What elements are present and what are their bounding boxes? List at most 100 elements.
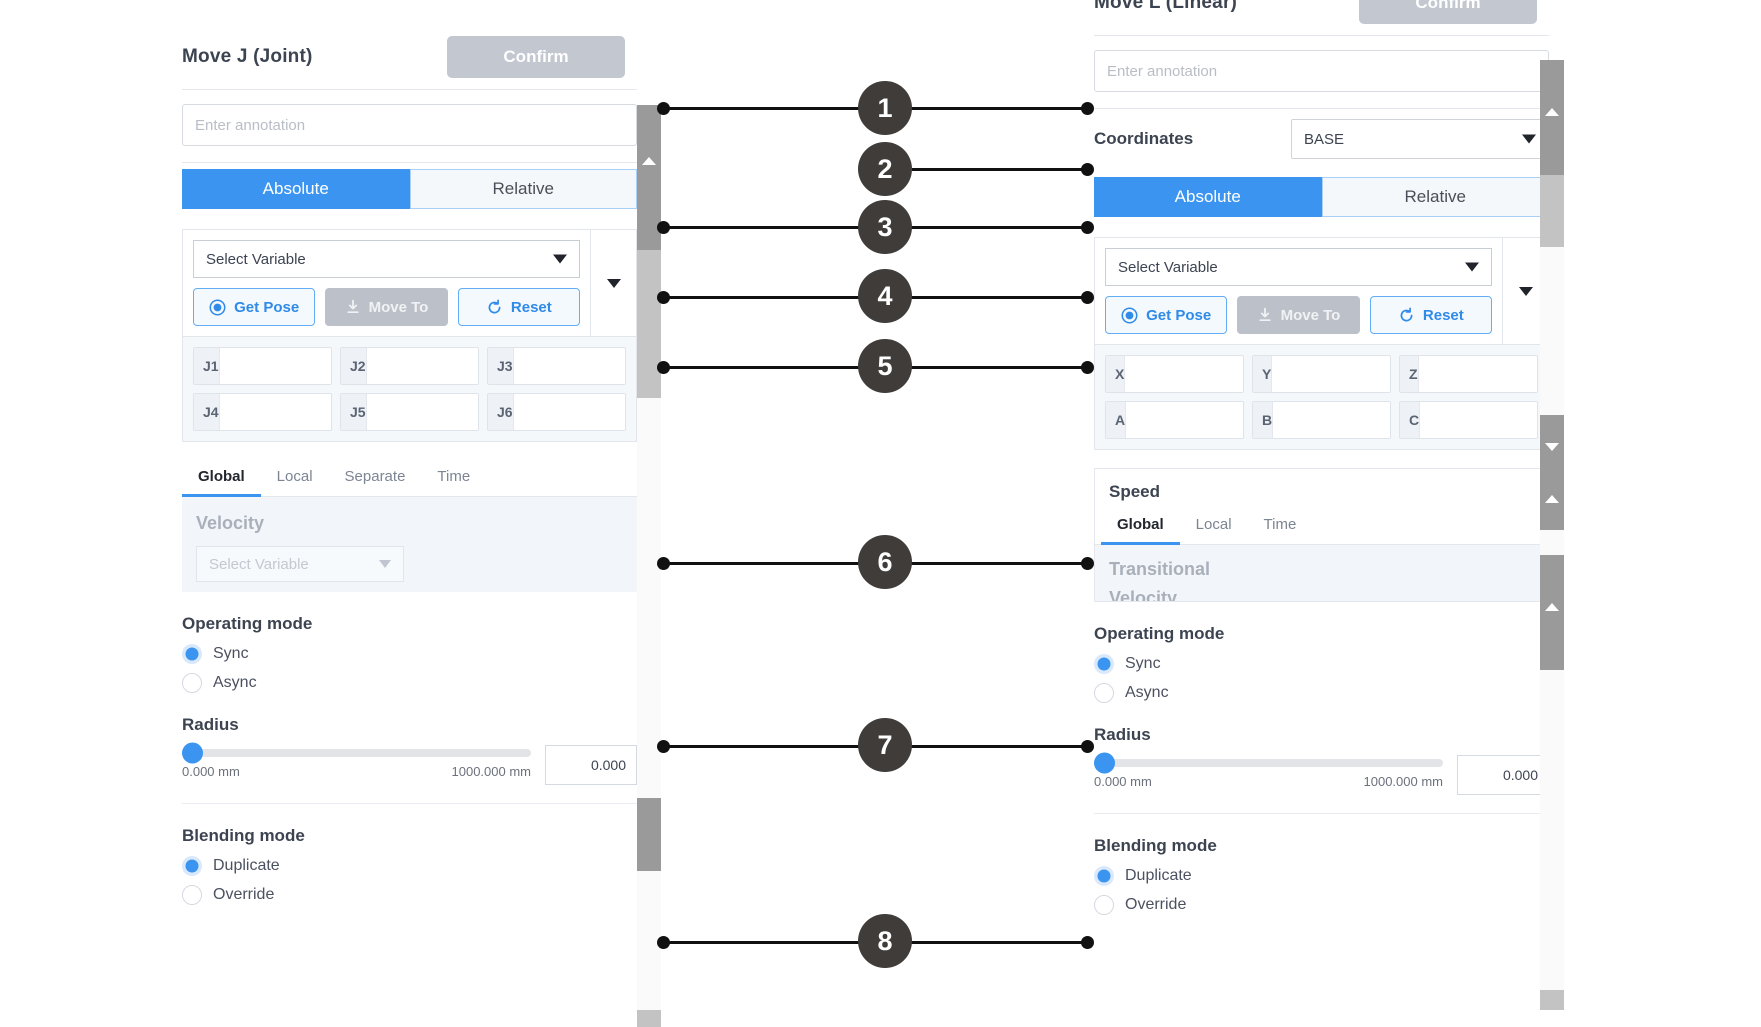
radio-sync[interactable]: Sync <box>1094 654 1549 674</box>
tab-relative[interactable]: Relative <box>1321 177 1549 217</box>
joint-input[interactable] <box>366 394 478 430</box>
right-panel-scrollbar[interactable] <box>1540 60 1564 1010</box>
expand-variable-button[interactable] <box>1502 238 1548 344</box>
speed-tabs[interactable]: Global Local Separate Time <box>182 458 637 497</box>
joint-field-j5[interactable]: J5 ° <box>340 393 479 431</box>
radius-slider-group: 0.000 mm 1000.000 mm 0.000 <box>182 742 637 785</box>
radius-slider[interactable] <box>182 742 531 764</box>
pose-input[interactable] <box>1272 356 1390 392</box>
variable-select[interactable]: Select Variable <box>193 240 580 278</box>
tab-local[interactable]: Local <box>1195 516 1232 533</box>
radio-label: Async <box>1125 684 1169 701</box>
pose-key: Y <box>1253 356 1273 392</box>
callout-dot-left-1 <box>657 102 670 115</box>
expand-variable-button[interactable] <box>590 230 636 336</box>
chevron-down-icon <box>1522 134 1536 144</box>
pose-field-y[interactable]: Y mm <box>1252 355 1391 393</box>
left-panel-scrollbar[interactable] <box>637 105 661 1027</box>
scrollbar-track-2[interactable] <box>1540 990 1564 1010</box>
radio-indicator <box>1094 895 1114 915</box>
pose-input[interactable] <box>1126 402 1243 438</box>
joint-input[interactable] <box>513 348 625 384</box>
pose-input[interactable] <box>1418 356 1537 392</box>
velocity-variable-select[interactable]: Select Variable <box>196 546 404 582</box>
speed-tabs[interactable]: Global Local Time <box>1095 506 1548 545</box>
page-title: Move L (Linear) <box>1094 0 1238 13</box>
divider <box>182 89 637 90</box>
absolute-relative-toggle[interactable]: Absolute Relative <box>182 169 637 209</box>
blending-mode-label: Blending mode <box>1094 836 1217 855</box>
pose-input[interactable] <box>1420 402 1537 438</box>
divider <box>1094 108 1549 109</box>
tab-global[interactable]: Global <box>1101 506 1180 545</box>
radio-sync[interactable]: Sync <box>182 644 637 664</box>
callout-badge-1: 1 <box>858 81 912 135</box>
pose-field-b[interactable]: B ° <box>1252 401 1391 439</box>
tab-time[interactable]: Time <box>437 468 471 485</box>
tab-relative[interactable]: Relative <box>409 169 637 209</box>
slider-handle[interactable] <box>182 742 203 764</box>
get-pose-button[interactable]: Get Pose <box>193 288 316 326</box>
joint-input[interactable] <box>219 394 331 430</box>
joint-field-j4[interactable]: J4 ° <box>193 393 332 431</box>
annotation-input[interactable] <box>1094 50 1549 92</box>
joint-input[interactable] <box>366 348 478 384</box>
reset-button[interactable]: Reset <box>457 288 580 326</box>
divider <box>182 162 637 163</box>
joint-field-j3[interactable]: J3 ° <box>487 347 626 385</box>
scrollbar-thumb-2[interactable] <box>1540 415 1564 530</box>
radio-override[interactable]: Override <box>182 885 637 905</box>
pose-field-c[interactable]: C ° <box>1399 401 1538 439</box>
scrollbar-track-1[interactable] <box>1540 175 1564 247</box>
tab-global[interactable]: Global <box>182 458 261 497</box>
tab-absolute[interactable]: Absolute <box>1094 177 1322 217</box>
get-pose-button[interactable]: Get Pose <box>1105 296 1228 334</box>
scrollbar-thumb-3[interactable] <box>1540 555 1564 670</box>
scrollbar-track-1[interactable] <box>637 250 661 398</box>
radio-duplicate[interactable]: Duplicate <box>182 856 637 876</box>
joint-field-j6[interactable]: J6 ° <box>487 393 626 431</box>
radius-value-input[interactable]: 0.000 <box>1457 755 1549 795</box>
scrollbar-track-2[interactable] <box>637 1010 661 1027</box>
tab-local[interactable]: Local <box>276 468 313 485</box>
annotation-input[interactable] <box>182 104 637 146</box>
absolute-relative-toggle[interactable]: Absolute Relative <box>1094 177 1549 217</box>
callout-badge-8: 8 <box>858 914 912 968</box>
move-to-button[interactable]: Move To <box>325 288 448 326</box>
radio-async[interactable]: Async <box>1094 683 1549 703</box>
coordinates-select[interactable]: BASE <box>1291 119 1549 159</box>
joint-field-j1[interactable]: J1 ° <box>193 347 332 385</box>
scrollbar-thumb-2[interactable] <box>637 798 661 871</box>
tab-separate[interactable]: Separate <box>344 468 406 485</box>
radio-duplicate[interactable]: Duplicate <box>1094 866 1549 886</box>
confirm-button[interactable]: Confirm <box>1359 0 1537 24</box>
chevron-down-icon <box>1518 286 1533 296</box>
joint-input[interactable] <box>219 348 331 384</box>
callout-line-2 <box>912 168 1088 171</box>
joint-key: J1 <box>194 348 220 384</box>
radio-indicator <box>1094 683 1114 703</box>
tab-time[interactable]: Time <box>1263 516 1297 533</box>
joint-field-j2[interactable]: J2 ° <box>340 347 479 385</box>
pose-input[interactable] <box>1125 356 1243 392</box>
joint-input[interactable] <box>513 394 625 430</box>
variable-select[interactable]: Select Variable <box>1105 248 1492 286</box>
pose-field-a[interactable]: A ° <box>1105 401 1244 439</box>
pose-field-x[interactable]: X mm <box>1105 355 1244 393</box>
reset-button[interactable]: Reset <box>1369 296 1492 334</box>
scrollbar-thumb-1[interactable] <box>1540 60 1564 175</box>
radius-value-input[interactable]: 0.000 <box>545 745 637 785</box>
radio-async[interactable]: Async <box>182 673 637 693</box>
confirm-button[interactable]: Confirm <box>447 36 625 78</box>
radio-label: Async <box>213 674 257 691</box>
move-to-button[interactable]: Move To <box>1237 296 1360 334</box>
radio-override[interactable]: Override <box>1094 895 1549 915</box>
radio-indicator <box>182 644 202 664</box>
radius-slider[interactable] <box>1094 752 1443 774</box>
radio-label: Override <box>1125 896 1187 913</box>
pose-input[interactable] <box>1273 402 1390 438</box>
variable-select-value: Select Variable <box>206 250 306 268</box>
slider-handle[interactable] <box>1094 752 1115 774</box>
tab-absolute[interactable]: Absolute <box>182 169 410 209</box>
pose-field-z[interactable]: Z mm <box>1399 355 1538 393</box>
